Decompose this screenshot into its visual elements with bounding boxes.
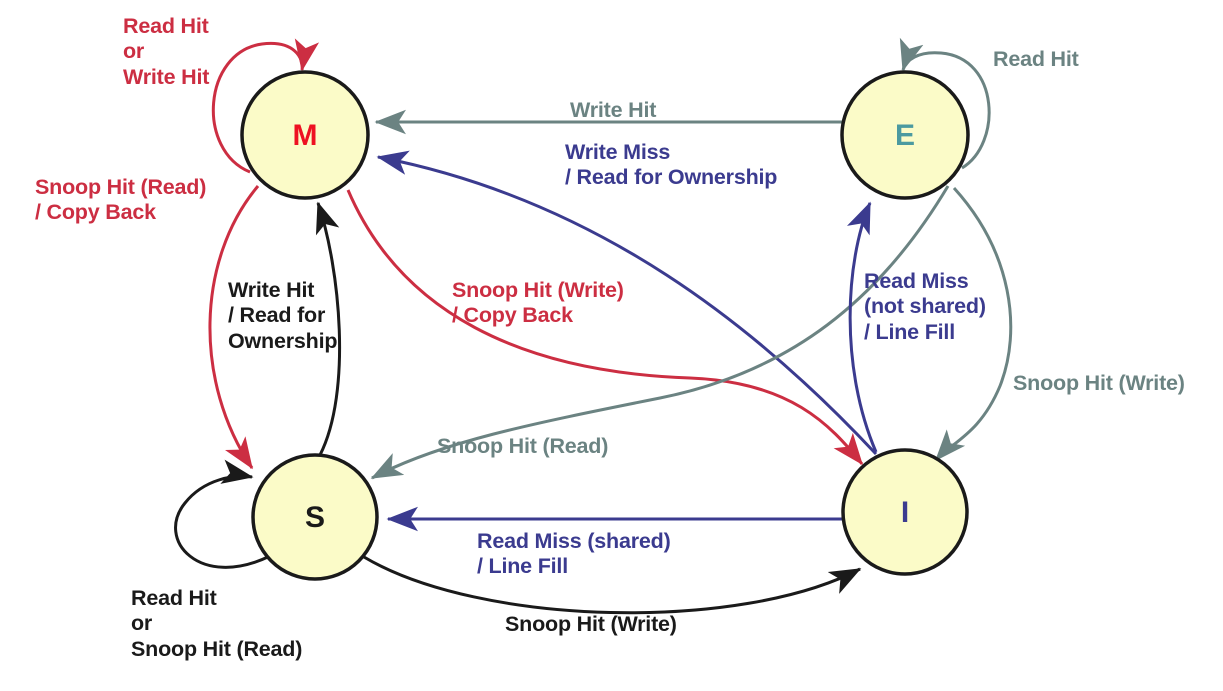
- edge-i-to-e: [846, 201, 878, 453]
- state-circle-e[interactable]: [840, 70, 970, 200]
- label-m-to-s: Snoop Hit (Read) / Copy Back: [35, 175, 207, 225]
- state-node-M[interactable]: M: [240, 70, 370, 200]
- label-s-to-i: Snoop Hit (Write): [505, 612, 677, 636]
- label-m-self-loop: Read Hit or Write Hit: [123, 14, 210, 89]
- label-e-self-loop: Read Hit: [993, 47, 1079, 71]
- label-m-to-i: Snoop Hit (Write) / Copy Back: [452, 278, 624, 328]
- label-i-to-s: Read Miss (shared) / Line Fill: [477, 529, 671, 579]
- state-circle-s[interactable]: [251, 453, 379, 581]
- edge-m-to-s: [208, 185, 260, 470]
- label-s-to-m: Write Hit / Read for Ownership: [228, 278, 338, 353]
- state-node-I[interactable]: I: [841, 448, 969, 576]
- label-i-to-e: Read Miss (not shared) / Line Fill: [864, 269, 986, 344]
- state-circle-i[interactable]: [841, 448, 969, 576]
- edge-s-to-m: [315, 201, 342, 456]
- label-i-to-m: Write Miss / Read for Ownership: [565, 140, 778, 190]
- label-e-to-m: Write Hit: [570, 98, 657, 122]
- label-e-to-i: Snoop Hit (Write): [1013, 371, 1185, 395]
- state-node-E[interactable]: E: [840, 70, 970, 200]
- edge-e-self-loop: [899, 37, 991, 170]
- state-label-i: I: [901, 496, 909, 529]
- state-node-S[interactable]: S: [251, 453, 379, 581]
- edge-m-self-loop: [211, 38, 320, 174]
- state-label-s: S: [305, 501, 325, 534]
- edge-e-to-i: [934, 186, 1013, 462]
- state-circle-m[interactable]: [240, 70, 370, 200]
- edge-s-to-i: [363, 555, 862, 615]
- label-s-self-loop: Read Hit or Snoop Hit (Read): [131, 586, 303, 661]
- edge-e-to-s: [370, 185, 950, 480]
- label-e-to-s: Snoop Hit (Read): [437, 434, 609, 458]
- edge-s-self-loop: [174, 459, 271, 569]
- state-label-m: M: [293, 119, 318, 152]
- edge-i-to-m: [376, 150, 878, 456]
- edge-m-to-i: [346, 189, 864, 466]
- state-label-e: E: [895, 119, 915, 152]
